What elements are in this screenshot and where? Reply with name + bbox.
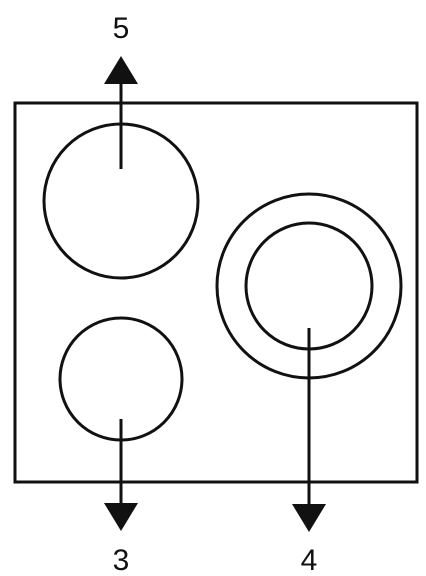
cooktop-outline bbox=[13, 101, 419, 484]
label-3: 3 bbox=[113, 544, 130, 576]
label-4: 4 bbox=[301, 544, 318, 576]
arrow-4-head bbox=[292, 504, 326, 532]
arrow-3-head bbox=[104, 503, 138, 531]
label-5: 5 bbox=[113, 12, 130, 45]
arrow-5-head bbox=[104, 56, 138, 84]
